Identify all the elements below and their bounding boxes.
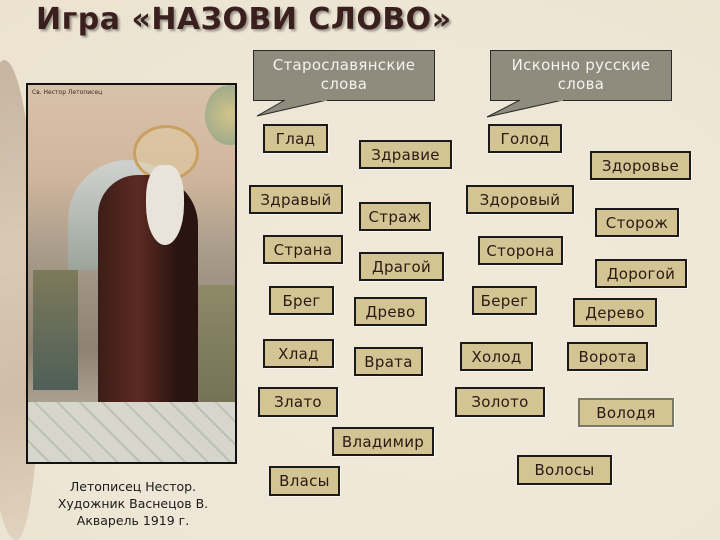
- word-zoloto[interactable]: Золото: [455, 387, 545, 417]
- word-breg[interactable]: Брег: [269, 286, 334, 315]
- word-vladimir[interactable]: Владимир: [332, 427, 434, 456]
- caption-line: Летописец Нестор.: [69, 479, 197, 494]
- word-bereg[interactable]: Берег: [472, 286, 537, 315]
- callout-tail-icon: [256, 99, 328, 117]
- word-zdravyi[interactable]: Здравый: [249, 185, 343, 214]
- callout-tail-icon: [486, 99, 564, 118]
- word-volodya[interactable]: Володя: [578, 398, 674, 427]
- callout-line: слова: [320, 75, 368, 93]
- painting-floor: [28, 402, 235, 462]
- callout-line: Старославянские: [272, 56, 416, 74]
- painting-beard: [146, 165, 184, 245]
- painting-medallion: [205, 85, 235, 145]
- painting-inscription: Св. Нестор Летописец: [32, 89, 103, 96]
- callout-native-russian: Исконно русские слова: [490, 50, 672, 101]
- caption-line: Художник Васнецов В.: [57, 496, 209, 511]
- word-vorota[interactable]: Ворота: [567, 342, 648, 371]
- word-drevo[interactable]: Древо: [354, 297, 427, 326]
- callout-line: слова: [557, 75, 605, 93]
- word-golod[interactable]: Голод: [488, 124, 562, 153]
- word-kholod[interactable]: Холод: [460, 342, 533, 371]
- word-storozh[interactable]: Сторож: [595, 208, 679, 237]
- word-strazh[interactable]: Страж: [359, 202, 431, 231]
- word-zlato[interactable]: Злато: [258, 387, 338, 417]
- word-dorogoi[interactable]: Дорогой: [595, 259, 687, 288]
- page-title: Игра «НАЗОВИ СЛОВО»: [36, 2, 452, 37]
- word-zdravie[interactable]: Здравие: [359, 140, 452, 169]
- word-storona[interactable]: Сторона: [478, 236, 563, 265]
- word-vrata[interactable]: Врата: [354, 347, 423, 376]
- word-derevo[interactable]: Дерево: [573, 298, 657, 327]
- word-vlasy[interactable]: Власы: [269, 466, 340, 496]
- word-strana[interactable]: Страна: [263, 235, 343, 264]
- word-zdorovyi[interactable]: Здоровый: [466, 185, 574, 214]
- painting-nestor: Св. Нестор Летописец: [26, 83, 237, 464]
- word-dragoi[interactable]: Драгой: [359, 252, 444, 281]
- callout-line: Исконно русские: [511, 56, 651, 74]
- callout-old-slavonic: Старославянские слова: [253, 50, 435, 101]
- word-volosy[interactable]: Волосы: [517, 455, 612, 485]
- painting-caption: Летописец Нестор. Художник Васнецов В. А…: [28, 478, 238, 529]
- word-khlad[interactable]: Хлад: [263, 339, 334, 368]
- caption-line: Акварель 1919 г.: [76, 513, 190, 528]
- painting-book-stand: [33, 270, 78, 390]
- word-glad[interactable]: Глад: [263, 124, 328, 153]
- word-zdorovie[interactable]: Здоровье: [590, 151, 691, 180]
